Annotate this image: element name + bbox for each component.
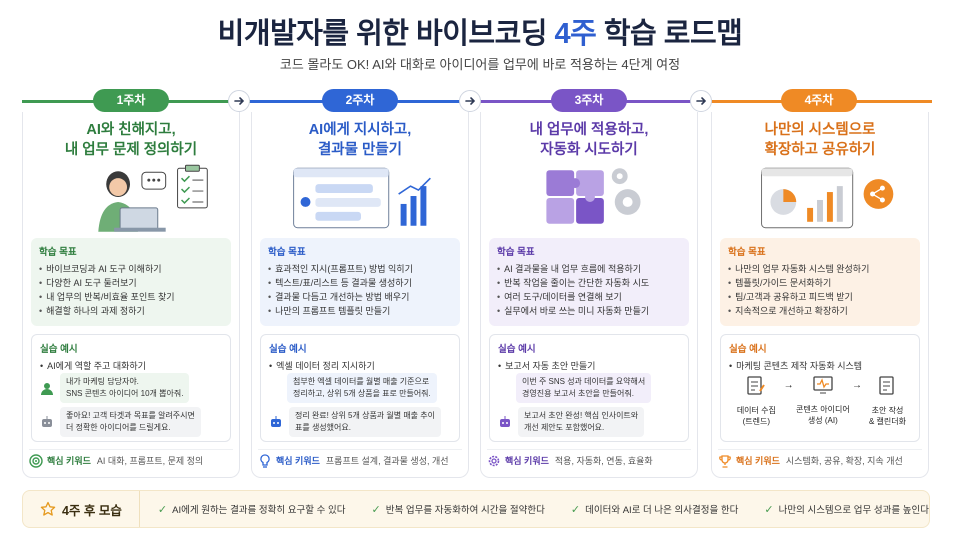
- week1-keywords: 핵심 키워드 AI 대화, 프롬프트, 문제 정의: [29, 449, 233, 471]
- flow-step: 초안 작성& 캘린더화: [862, 375, 913, 427]
- arrow-right-icon: [459, 90, 481, 112]
- check-icon: ✓: [157, 503, 168, 516]
- goal-item: 나만의 업무 자동화 시스템 완성하기: [728, 262, 912, 276]
- goal-item: 여러 도구/데이터를 연결해 보기: [497, 290, 681, 304]
- outcome-bar: 4주 후 모습 ✓AI에게 원하는 결과를 정확히 요구할 수 있다 ✓반복 업…: [22, 490, 930, 528]
- goal-item: 결과물 다듬고 개선하는 방법 배우기: [268, 290, 452, 304]
- week1-card: AI와 친해지고,내 업무 문제 정의하기 학습 목표 바이브코딩과 AI 도구…: [22, 112, 240, 478]
- goal-item: 해결할 하나의 과제 정하기: [39, 304, 223, 318]
- goal-item: 효과적인 지시(프롬프트) 방법 익히기: [268, 262, 452, 276]
- week3-card: 내 업무에 적용하고,자동화 시도하기 학습 목표 AI 결과물을 내 업무 흐…: [480, 112, 698, 478]
- week1-pill: 1주차: [93, 89, 169, 112]
- week2-card: AI에게 지시하고,결과물 만들기 학습 목표 효과적인 지시(프롬프트) 방법…: [251, 112, 469, 478]
- week2-practice: 실습 예시 엑셀 데이터 정리 지시하기 첨부한 엑셀 데이터를 월별 매출 기…: [260, 334, 460, 442]
- goal-item: 내 업무의 반복/비효율 포인트 찾기: [39, 290, 223, 304]
- goal-item: AI 결과물을 내 업무 흐름에 적용하기: [497, 262, 681, 276]
- outcome-item: ✓나만의 시스템으로 업무 성과를 높인다: [764, 503, 929, 517]
- arrow-right-icon: →: [851, 380, 862, 391]
- arrow-right-icon: →: [783, 380, 794, 391]
- goal-item: 반복 작업을 줄이는 간단한 자동화 시도: [497, 276, 681, 290]
- monitor-pulse-icon: [813, 376, 833, 394]
- goal-item: 지속적으로 개선하고 확장하기: [728, 304, 912, 318]
- flow-step: 데이터 수집(트렌드): [729, 375, 784, 427]
- dashboard-share-illustration: [761, 167, 894, 229]
- goal-item: 다양한 AI 도구 둘러보기: [39, 276, 223, 290]
- goal-item: 실무에서 바로 쓰는 미니 자동화 만들기: [497, 304, 681, 318]
- page-title: 비개발자를 위한 바이브코딩 4주 학습 로드맵: [217, 18, 743, 50]
- outcome-item: ✓데이터와 AI로 더 나은 의사결정을 한다: [570, 503, 739, 517]
- week3-title: 내 업무에 적용하고,자동화 시도하기: [529, 122, 649, 158]
- goal-item: 팀/고객과 공유하고 피드백 받기: [728, 290, 912, 304]
- week2-goals: 학습 목표 효과적인 지시(프롬프트) 방법 익히기 텍스트/표/리스트 등 결…: [260, 238, 460, 326]
- lightbulb-icon: [260, 453, 270, 468]
- robot-icon: [42, 416, 52, 427]
- week4-goals: 학습 목표 나만의 업무 자동화 시스템 완성하기 템플릿/가이드 문서화하기 …: [720, 238, 920, 326]
- target-icon: [29, 453, 43, 468]
- week1-title: AI와 친해지고,내 업무 문제 정의하기: [64, 122, 198, 158]
- goal-item: 텍스트/표/리스트 등 결과물 생성하기: [268, 276, 452, 290]
- outcome-label: 4주 후 모습: [23, 491, 140, 527]
- document-pen-icon: [747, 376, 766, 395]
- week2-title: AI에게 지시하고,결과물 만들기: [308, 122, 412, 158]
- goal-item: 바이브코딩과 AI 도구 이해하기: [39, 262, 223, 276]
- week2-pill: 2주차: [322, 89, 398, 112]
- check-icon: ✓: [764, 503, 774, 516]
- week1-goals: 학습 목표 바이브코딩과 AI 도구 이해하기 다양한 AI 도구 둘러보기 내…: [31, 238, 231, 326]
- arrow-right-icon: [690, 90, 712, 112]
- robot-icon: [271, 416, 281, 427]
- star-icon: [40, 501, 56, 516]
- trophy-icon: [719, 454, 731, 468]
- user-icon: [41, 383, 53, 395]
- check-icon: ✓: [570, 503, 581, 516]
- arrow-right-icon: [228, 90, 250, 112]
- outcome-item: ✓AI에게 원하는 결과를 정확히 요구할 수 있다: [157, 503, 346, 517]
- week3-practice: 실습 예시 보고서 자동 초안 만들기 이번 주 SNS 성과 데이터를 요약해…: [489, 334, 689, 442]
- goal-item: 템플릿/가이드 문서화하기: [728, 276, 912, 290]
- week4-keywords: 핵심 키워드 시스템화, 공유, 확장, 지속 개선: [718, 449, 922, 471]
- page-subtitle: 코드 몰라도 OK! AI와 대화로 아이디어를 업무에 바로 적용하는 4단계…: [279, 57, 681, 72]
- person-laptop-illustration: [98, 164, 208, 232]
- gear-icon: [488, 455, 500, 466]
- outcome-item: ✓반복 업무를 자동화하여 시간을 절약한다: [371, 503, 545, 517]
- check-icon: ✓: [371, 503, 381, 516]
- week3-goals: 학습 목표 AI 결과물을 내 업무 흐름에 적용하기 반복 작업을 줄이는 간…: [489, 238, 689, 326]
- week3-pill: 3주차: [551, 89, 627, 112]
- week4-pill: 4주차: [781, 89, 857, 112]
- goal-item: 나만의 프롬프트 템플릿 만들기: [268, 304, 452, 318]
- robot-icon: [500, 416, 510, 427]
- week2-keywords: 핵심 키워드 프롬프트 설계, 결과물 생성, 개선: [258, 449, 462, 471]
- week3-keywords: 핵심 키워드 적용, 자동화, 연동, 효율화: [487, 449, 691, 471]
- chat-window-illustration: [293, 167, 431, 229]
- week1-practice: 실습 예시 AI에게 역할 주고 대화하기 내가 마케팅 담당자야.SNS 콘텐…: [31, 334, 231, 442]
- puzzle-gear-illustration: [546, 168, 641, 224]
- document-edit-icon: [879, 376, 895, 395]
- week4-practice: 실습 예시 마케팅 콘텐츠 제작 자동화 시스템 데이터 수집(트렌드) → 콘…: [720, 334, 920, 442]
